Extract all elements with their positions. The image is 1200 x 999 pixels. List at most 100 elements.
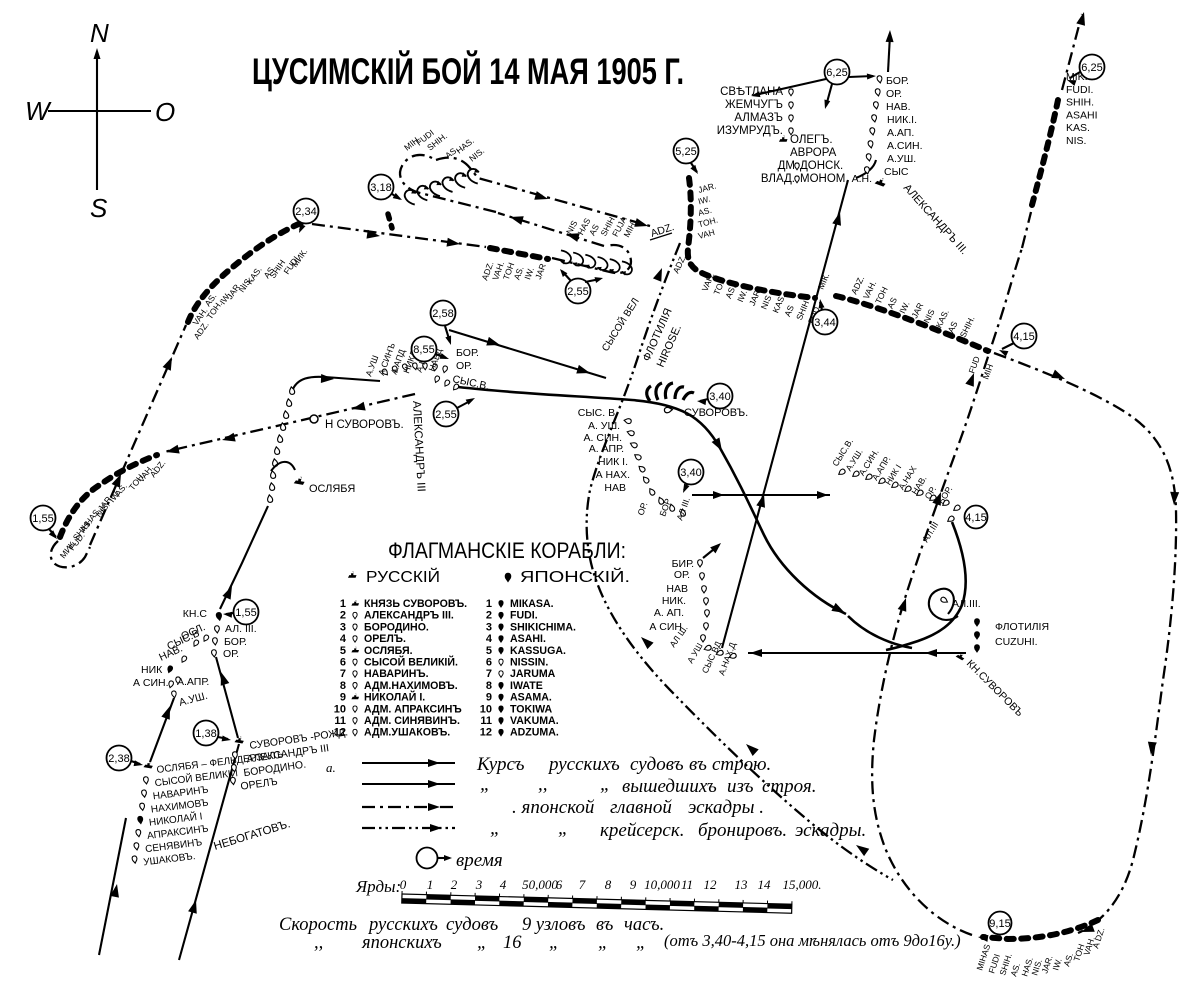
svg-text:въ: въ bbox=[596, 915, 614, 935]
svg-text:судовъ: судовъ bbox=[630, 754, 684, 775]
svg-text:ASAMA.: ASAMA. bbox=[510, 692, 552, 704]
svg-text:ФЛАГМАНСКІЕ КОРАБЛИ:: ФЛАГМАНСКІЕ КОРАБЛИ: bbox=[388, 538, 626, 563]
svg-text:6: 6 bbox=[486, 657, 492, 669]
svg-text:AS: AS bbox=[946, 319, 960, 334]
svg-text:СЫС. В.: СЫС. В. bbox=[578, 407, 618, 419]
svg-text:„: „ bbox=[490, 818, 501, 839]
svg-text:ОР.: ОР. bbox=[886, 88, 902, 100]
svg-text:ОР.: ОР. bbox=[635, 501, 649, 517]
svg-text:русскихъ: русскихъ bbox=[367, 915, 438, 935]
svg-text:Ярды:: Ярды: bbox=[355, 877, 401, 896]
svg-text:НАВ.: НАВ. bbox=[886, 101, 911, 113]
svg-text:АВРОРА: АВРОРА bbox=[790, 147, 837, 159]
svg-text:5: 5 bbox=[340, 645, 346, 657]
svg-text:А. УШ.: А. УШ. bbox=[588, 420, 620, 432]
svg-text:VAH: VAH bbox=[697, 227, 716, 241]
svg-text:а.: а. bbox=[326, 760, 336, 775]
svg-text:W: W bbox=[25, 96, 52, 126]
svg-text:2: 2 bbox=[340, 610, 346, 622]
svg-text:6: 6 bbox=[340, 657, 346, 669]
svg-text:3: 3 bbox=[475, 877, 483, 892]
svg-text:строю.: строю. bbox=[712, 754, 771, 775]
svg-text:3: 3 bbox=[340, 621, 346, 633]
svg-text:АЛЕКСАНДРЪ III: АЛЕКСАНДРЪ III bbox=[410, 401, 427, 493]
svg-text:крейсерск.: крейсерск. bbox=[600, 820, 685, 841]
svg-text:4,15: 4,15 bbox=[1013, 331, 1034, 343]
svg-text:7: 7 bbox=[340, 668, 346, 680]
svg-text:KAS.: KAS. bbox=[1066, 122, 1090, 134]
svg-text:4: 4 bbox=[500, 877, 507, 892]
svg-text:АДМ. СИНЯВИНЪ.: АДМ. СИНЯВИНЪ. bbox=[364, 715, 460, 727]
svg-text:„: „ bbox=[600, 774, 611, 795]
svg-text:1: 1 bbox=[340, 598, 346, 610]
svg-text:КН.С: КН.С bbox=[183, 608, 208, 620]
svg-text:эскадры .: эскадры . bbox=[688, 797, 764, 818]
svg-text:японскихъ: японскихъ bbox=[361, 933, 442, 953]
svg-text:А.АП.: А.АП. bbox=[887, 127, 914, 139]
svg-text:ОР.: ОР. bbox=[674, 569, 690, 581]
svg-text:2,34: 2,34 bbox=[295, 206, 316, 218]
svg-text:3,18: 3,18 bbox=[370, 182, 391, 194]
svg-text:AS: AS bbox=[782, 303, 796, 318]
svg-text:бронировъ.: бронировъ. bbox=[698, 820, 787, 841]
svg-text:IWATE: IWATE bbox=[510, 680, 543, 692]
svg-text:МОНОМ.: МОНОМ. bbox=[800, 173, 849, 185]
svg-text:NIS.: NIS. bbox=[1029, 958, 1044, 977]
svg-text:часъ.: часъ. bbox=[624, 915, 664, 935]
svg-text:8,55: 8,55 bbox=[413, 344, 434, 356]
svg-text:2: 2 bbox=[486, 610, 492, 622]
svg-text:IW.: IW. bbox=[697, 194, 711, 207]
svg-text:МІКASA.: МІКASA. bbox=[510, 598, 554, 610]
svg-text:,,: ,, bbox=[538, 774, 548, 795]
svg-text:КНЯЗЬ СУВОРОВЪ.: КНЯЗЬ СУВОРОВЪ. bbox=[364, 598, 467, 610]
svg-text:10: 10 bbox=[334, 703, 346, 715]
svg-text:„: „ bbox=[636, 933, 646, 953]
svg-text:11: 11 bbox=[681, 877, 693, 892]
svg-text:NISSIN.: NISSIN. bbox=[510, 657, 548, 669]
svg-text:изъ: изъ bbox=[727, 776, 754, 797]
svg-text:„: „ bbox=[480, 774, 491, 795]
svg-text:SHIH.: SHIH. bbox=[1066, 97, 1094, 109]
svg-text:А.СИН.: А.СИН. bbox=[887, 140, 923, 152]
svg-text:СЫС: СЫС bbox=[884, 166, 909, 178]
svg-text:НАВ: НАВ bbox=[666, 583, 688, 595]
svg-text:ЯПОНСКІЙ.: ЯПОНСКІЙ. bbox=[520, 567, 630, 586]
svg-text:FUDI.: FUDI. bbox=[1066, 84, 1093, 96]
svg-text:3: 3 bbox=[486, 621, 492, 633]
svg-text:2,38: 2,38 bbox=[108, 753, 129, 765]
svg-text:А.УШ.: А.УШ. bbox=[887, 153, 916, 165]
svg-text:НИК.: НИК. bbox=[662, 595, 686, 607]
svg-text:ОР.: ОР. bbox=[456, 360, 472, 372]
svg-text:IW.: IW. bbox=[522, 266, 536, 281]
svg-text:А.АПР.: А.АПР. bbox=[177, 676, 209, 688]
svg-text:АЛЕКСАНДРЪ III.: АЛЕКСАНДРЪ III. bbox=[364, 610, 454, 622]
svg-text:16: 16 bbox=[503, 933, 522, 953]
svg-text:НАВ: НАВ bbox=[604, 482, 626, 494]
svg-text:TOKIWA: TOKIWA bbox=[510, 703, 553, 715]
svg-text:9: 9 bbox=[630, 877, 637, 892]
svg-text:НАВАРИНЪ.: НАВАРИНЪ. bbox=[364, 668, 429, 680]
svg-text:„: „ bbox=[549, 933, 559, 953]
svg-text:А. СИН.: А. СИН. bbox=[584, 432, 622, 444]
svg-text:ФЛОТИЛІЯ: ФЛОТИЛІЯ bbox=[995, 621, 1049, 633]
svg-text:VAKUMA.: VAKUMA. bbox=[510, 715, 559, 727]
svg-text:KASSUGA.: KASSUGA. bbox=[510, 645, 566, 657]
svg-text:1,55: 1,55 bbox=[32, 513, 53, 525]
svg-text:судовъ: судовъ bbox=[446, 915, 499, 935]
svg-text:НИКОЛАЙ І.: НИКОЛАЙ І. bbox=[364, 691, 425, 704]
svg-text:СЫСОЙ ВЕЛИКІЙ.: СЫСОЙ ВЕЛИКІЙ. bbox=[364, 656, 458, 669]
svg-text:НИК І.: НИК І. bbox=[598, 456, 628, 468]
svg-text:БИР.: БИР. bbox=[672, 558, 694, 570]
svg-text:50,000: 50,000 bbox=[522, 877, 558, 892]
svg-text:ОРЕЛЪ: ОРЕЛЪ bbox=[240, 776, 279, 793]
svg-text:4,15: 4,15 bbox=[965, 512, 986, 524]
svg-text:ОР.: ОР. bbox=[223, 648, 239, 660]
svg-text:время: время bbox=[456, 850, 503, 871]
svg-text:10: 10 bbox=[480, 703, 492, 715]
svg-text:6: 6 bbox=[556, 877, 563, 892]
svg-text:ASAHI.: ASAHI. bbox=[510, 633, 546, 645]
svg-text:AS.: AS. bbox=[512, 265, 526, 281]
svg-text:2,55: 2,55 bbox=[435, 409, 456, 421]
svg-text:СУВОРОВЪ.: СУВОРОВЪ. bbox=[684, 407, 748, 419]
svg-text:2,58: 2,58 bbox=[432, 308, 453, 320]
